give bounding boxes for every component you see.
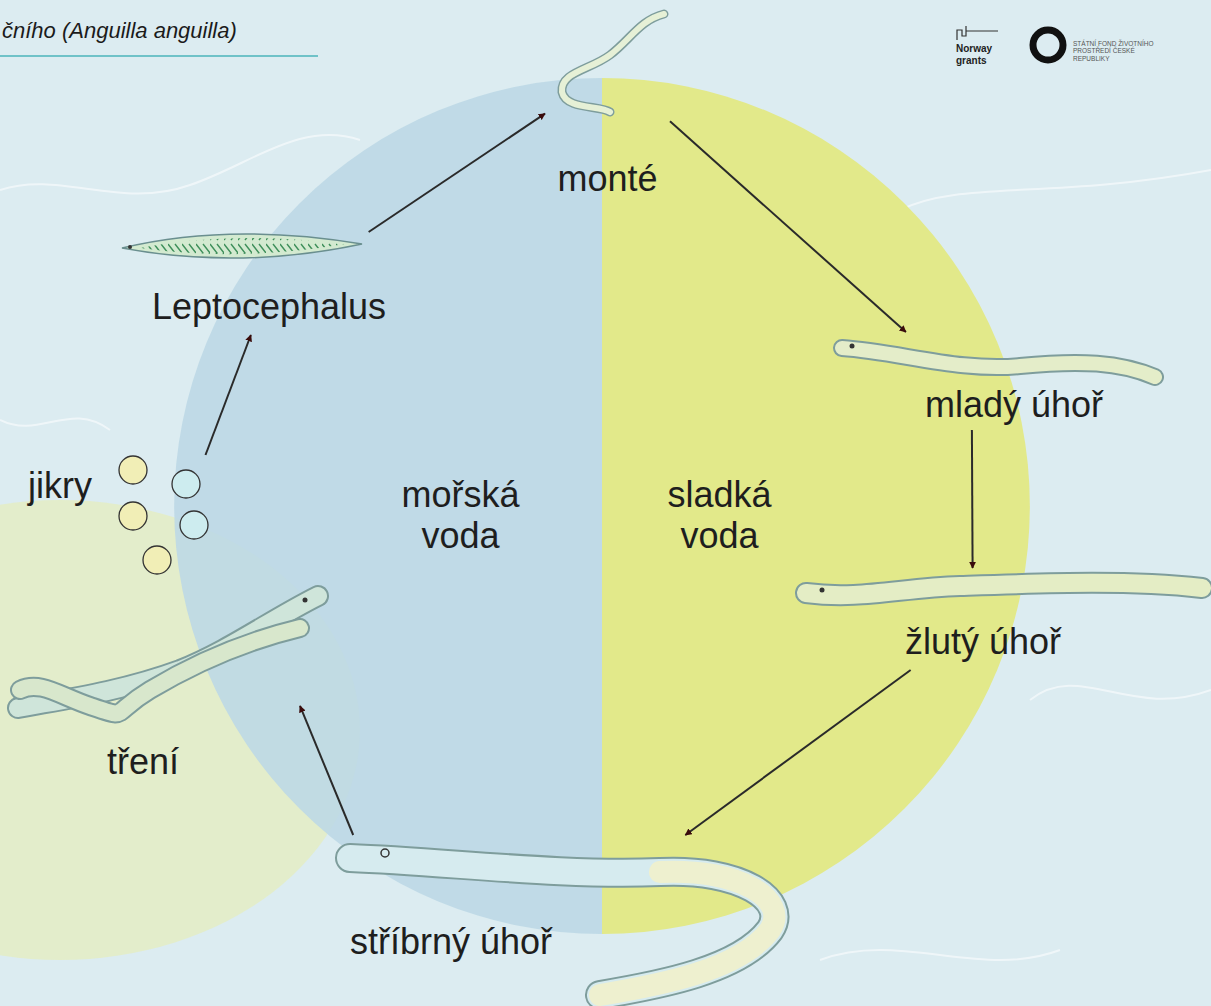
stage-label: tření [107,741,179,782]
cycle-arrow [206,335,251,455]
stage-label: Leptocephalus [152,286,386,327]
cycle-arrow [685,670,910,835]
stage-node: stříbrný úhoř [335,835,790,995]
stage-node: monté [545,10,670,202]
sea-half [174,78,602,934]
region-label: sladká voda [637,474,802,557]
stage-label: jikry [28,465,92,506]
norway-logo [957,26,998,40]
cycle-arrow [300,706,353,835]
stage-label: žlutý úhoř [905,621,1061,662]
cycle-arrow [369,114,545,232]
stage-label: stříbrný úhoř [350,921,552,962]
leptocephalus-figure [122,234,362,258]
title: čního (Anguilla anguilla) [2,18,237,44]
stage-node: tření [10,585,300,790]
stage-node: žlutý úhoř [795,568,1208,670]
logo-text: Norway grants [956,43,1000,66]
stage-node: jikry [25,455,215,585]
region-label: mořská voda [378,474,543,557]
title-rule [0,55,318,57]
fund-logo [1033,30,1063,60]
stage-node: Leptocephalus [118,232,420,335]
cycle-arrow [971,430,974,568]
stage-label: monté [557,158,657,199]
freshwater-half [602,78,1030,934]
cycle-arrow [670,121,906,332]
stage-label: mladý úhoř [925,384,1103,425]
logo-text: STÁTNÍ FOND ŽIVOTNÍHO PROSTŘEDÍ ČESKÉ RE… [1073,40,1155,62]
eggs [119,456,208,574]
eel-figures [18,14,1202,995]
stage-node: mladý úhoř [830,332,1160,430]
